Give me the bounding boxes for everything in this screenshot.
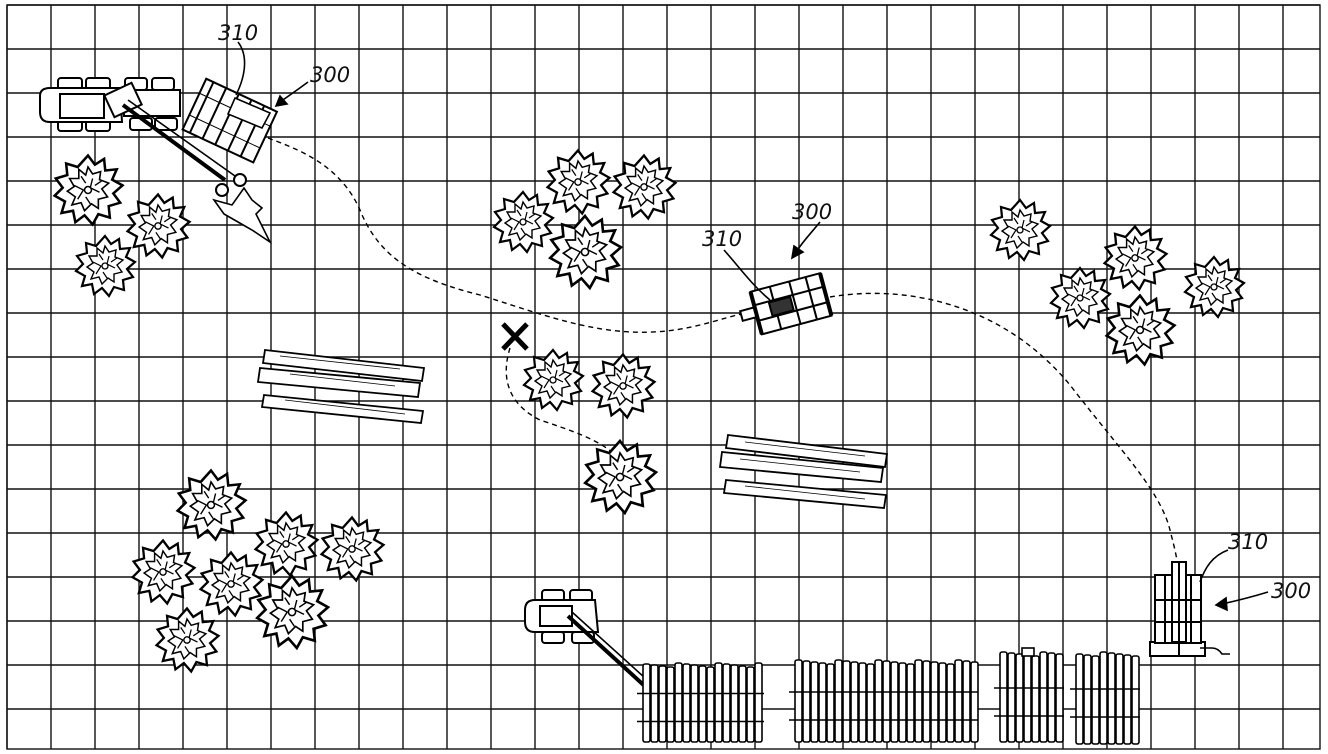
travel-path-1: [267, 137, 751, 333]
log-stack-left: [256, 349, 426, 424]
log: [1091, 655, 1100, 745]
log: [938, 662, 947, 743]
log: [834, 659, 843, 743]
log: [842, 660, 851, 743]
log: [1075, 653, 1084, 745]
harvester-unit-center: [738, 271, 834, 336]
log: [754, 662, 763, 743]
log-piles-bottom: [637, 647, 1140, 745]
log: [999, 651, 1008, 743]
log: [714, 662, 723, 743]
log: [794, 659, 803, 743]
log: [1015, 653, 1024, 743]
label-300-center: 300: [792, 200, 832, 224]
log: [1047, 652, 1056, 743]
log: [1131, 655, 1140, 745]
log: [1099, 651, 1108, 745]
log: [882, 660, 891, 743]
log: [650, 664, 659, 743]
log: [850, 661, 859, 743]
log: [914, 659, 923, 743]
log: [818, 662, 827, 743]
log: [1023, 654, 1032, 743]
log: [962, 660, 971, 743]
target-x-marker: [501, 322, 529, 351]
travel-path-3: [505, 347, 616, 456]
log: [690, 664, 699, 743]
label-310-center: 310: [702, 227, 742, 251]
pile-cap: [1021, 647, 1035, 657]
log: [1055, 653, 1064, 743]
log: [1039, 651, 1048, 743]
log: [746, 666, 755, 743]
log: [826, 663, 835, 743]
travel-path-2: [829, 292, 1179, 576]
log: [858, 662, 867, 743]
log: [682, 663, 691, 743]
log: [1083, 654, 1092, 745]
log: [722, 663, 731, 743]
log: [866, 663, 875, 743]
log: [874, 659, 883, 743]
log: [658, 665, 667, 743]
log: [922, 660, 931, 743]
log: [930, 661, 939, 743]
log: [898, 662, 907, 743]
log: [946, 663, 955, 743]
log: [730, 664, 739, 743]
log: [954, 659, 963, 743]
log: [1123, 654, 1132, 745]
harvester-unit-bottom-right: [1149, 561, 1230, 657]
log: [674, 662, 683, 743]
log: [666, 666, 675, 743]
log: [1107, 652, 1116, 745]
log: [1031, 655, 1040, 743]
label-310-bottom-right: 310: [1228, 530, 1268, 554]
label-300-bottom-right: 300: [1271, 579, 1311, 603]
log: [906, 663, 915, 743]
log: [802, 660, 811, 743]
log-stack-center: [718, 434, 889, 509]
log: [1007, 652, 1016, 743]
log: [642, 663, 651, 743]
label-310-top-left: 310: [218, 21, 258, 45]
log: [706, 666, 715, 743]
log: [890, 661, 899, 743]
log: [738, 665, 747, 743]
label-leaders: [235, 41, 1269, 612]
log: [1115, 653, 1124, 745]
label-300-top-left: 300: [310, 63, 350, 87]
tractor-harvester-top-left: [39, 77, 279, 245]
log: [810, 661, 819, 743]
log: [970, 661, 979, 743]
log: [698, 665, 707, 743]
